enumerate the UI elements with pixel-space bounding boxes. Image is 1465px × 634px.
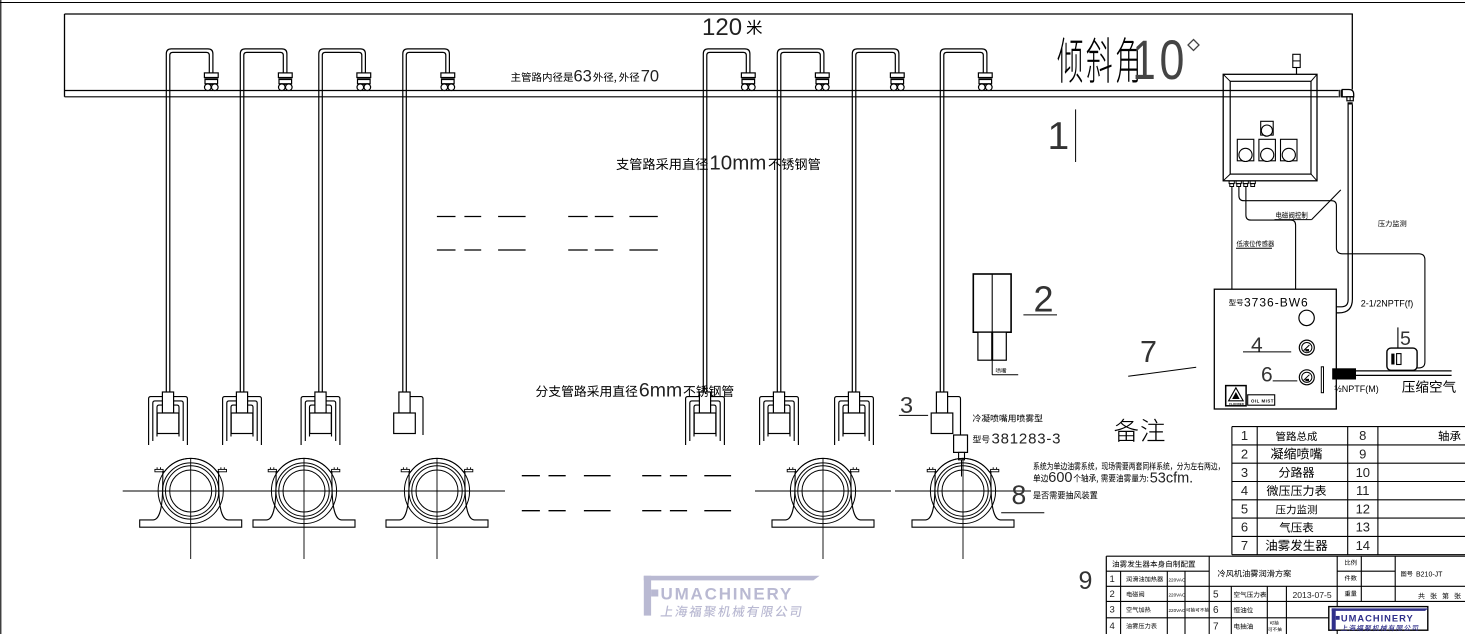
svg-text:1: 1 — [1132, 29, 1155, 91]
svg-text:9: 9 — [1359, 447, 1366, 462]
svg-text:2013-07-5: 2013-07-5 — [1293, 590, 1332, 600]
svg-text:7: 7 — [1241, 538, 1248, 553]
svg-text:4: 4 — [1241, 483, 1248, 498]
svg-text:5: 5 — [1213, 590, 1219, 601]
svg-text:10: 10 — [1356, 465, 1370, 480]
svg-text:OIL MIST: OIL MIST — [1251, 399, 1274, 404]
svg-text:6: 6 — [1241, 520, 1248, 535]
svg-text:3: 3 — [900, 392, 913, 418]
svg-text:220VAC: 220VAC — [1169, 608, 1186, 613]
svg-text:9: 9 — [1079, 567, 1093, 595]
svg-text:2: 2 — [1110, 589, 1115, 600]
svg-text:8: 8 — [1012, 480, 1027, 510]
svg-text:7: 7 — [1140, 335, 1157, 369]
svg-text:14: 14 — [1356, 538, 1370, 553]
svg-text:1: 1 — [1241, 428, 1248, 443]
svg-text:UMACHINERY: UMACHINERY — [661, 585, 794, 604]
svg-text:B210-JT: B210-JT — [1416, 571, 1443, 578]
svg-text:12: 12 — [1356, 501, 1370, 516]
svg-text:4: 4 — [1110, 621, 1115, 632]
svg-text:0: 0 — [1160, 28, 1185, 91]
svg-text:3: 3 — [1241, 465, 1248, 480]
svg-text:10mm: 10mm — [709, 152, 766, 175]
svg-text:120: 120 — [702, 14, 742, 41]
svg-text:381283-3: 381283-3 — [992, 431, 1062, 448]
svg-text:2-1/2NPTF(f): 2-1/2NPTF(f) — [1361, 299, 1414, 309]
svg-text:FLOODED: FLOODED — [1229, 402, 1244, 406]
svg-text:11: 11 — [1356, 483, 1370, 498]
svg-text:3: 3 — [1110, 605, 1115, 616]
svg-text:5: 5 — [1241, 501, 1248, 516]
svg-text:220VAC: 220VAC — [1169, 593, 1186, 598]
svg-text:5: 5 — [1400, 328, 1411, 350]
svg-text:220VAC: 220VAC — [1169, 577, 1186, 582]
svg-text:1: 1 — [1110, 574, 1115, 585]
svg-text:½NPTF(M): ½NPTF(M) — [1334, 384, 1379, 394]
svg-text:6: 6 — [1213, 605, 1219, 616]
svg-text:4: 4 — [1251, 334, 1263, 357]
svg-text:UMACHINERY: UMACHINERY — [1341, 613, 1414, 623]
svg-text:7: 7 — [1213, 621, 1219, 632]
svg-text:6: 6 — [1261, 364, 1273, 387]
svg-text:2: 2 — [1241, 447, 1248, 462]
svg-text:53cfm.: 53cfm. — [1150, 471, 1194, 487]
svg-text:63: 63 — [574, 68, 592, 86]
svg-text:3736-BW6: 3736-BW6 — [1244, 296, 1309, 310]
svg-text:2: 2 — [1034, 279, 1054, 320]
svg-text:1: 1 — [1048, 115, 1070, 158]
svg-text:70: 70 — [641, 68, 659, 86]
svg-text:600: 600 — [1048, 470, 1072, 486]
svg-text:8: 8 — [1359, 428, 1366, 443]
svg-text:13: 13 — [1356, 520, 1370, 535]
svg-text:6mm: 6mm — [639, 380, 682, 402]
